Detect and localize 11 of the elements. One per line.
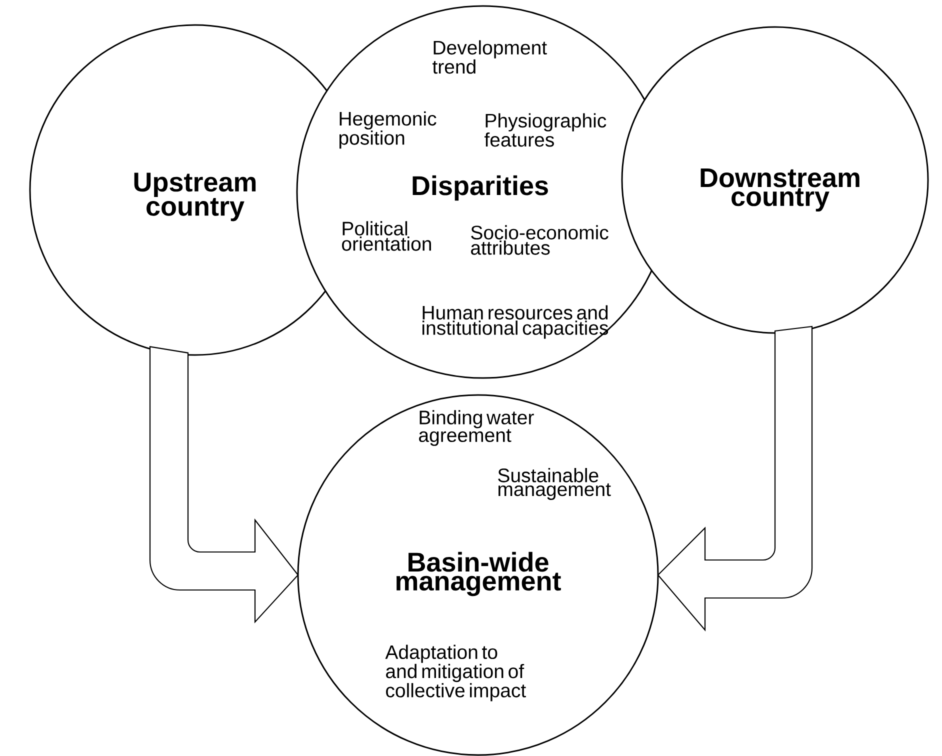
factor-text: Sustainable management bbox=[498, 468, 611, 500]
block-arrow bbox=[657, 326, 813, 631]
block-arrow bbox=[149, 346, 299, 623]
factor-text: Socio-economic attributes bbox=[471, 225, 608, 255]
factor-text: Development trend bbox=[432, 40, 547, 74]
node-label: Downstream country bbox=[700, 168, 860, 212]
factor-text: Physiographic features bbox=[484, 113, 606, 147]
factor-text: Binding water agreement bbox=[419, 410, 534, 446]
factor-text: Human resources and institutional capacities bbox=[422, 305, 608, 339]
circle-node: Downstream country bbox=[621, 26, 929, 334]
factor-text: Adaptation to and mitigation of collective impact bbox=[385, 644, 526, 702]
